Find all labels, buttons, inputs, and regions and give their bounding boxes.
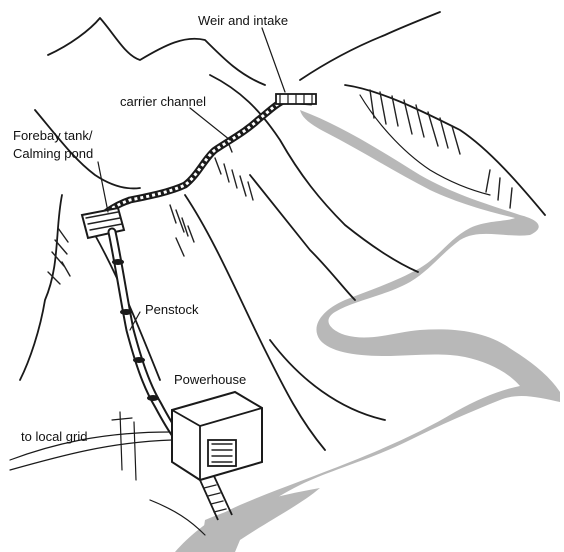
label-forebay-line1: Forebay tank/ [13,128,93,143]
ridge-top [48,18,265,85]
weir-intake [276,94,316,104]
label-penstock: Penstock [145,302,198,317]
cliff-hatching-below-channel [170,205,194,256]
label-local-grid: to local grid [21,429,87,444]
cliff-hatching-mid [215,142,253,200]
bank-line [150,500,205,535]
carrier-channel [90,100,312,228]
tailrace-hatch [204,485,226,512]
forebay-leader [98,162,108,212]
channel-leader [190,108,230,140]
cliff-hatching-left [48,228,70,284]
ridge-top-right [300,12,440,80]
label-carrier-channel: carrier channel [120,94,206,109]
ridge-left [20,195,62,380]
transmission-line [10,412,172,480]
ridge-inner [250,175,355,300]
label-powerhouse: Powerhouse [174,372,246,387]
powerhouse-building [172,392,262,480]
weir-leader [262,28,285,92]
label-weir-intake: Weir and intake [198,13,288,28]
forebay-tank [82,208,124,238]
river [175,110,560,552]
label-forebay-line2: Calming pond [13,146,93,161]
